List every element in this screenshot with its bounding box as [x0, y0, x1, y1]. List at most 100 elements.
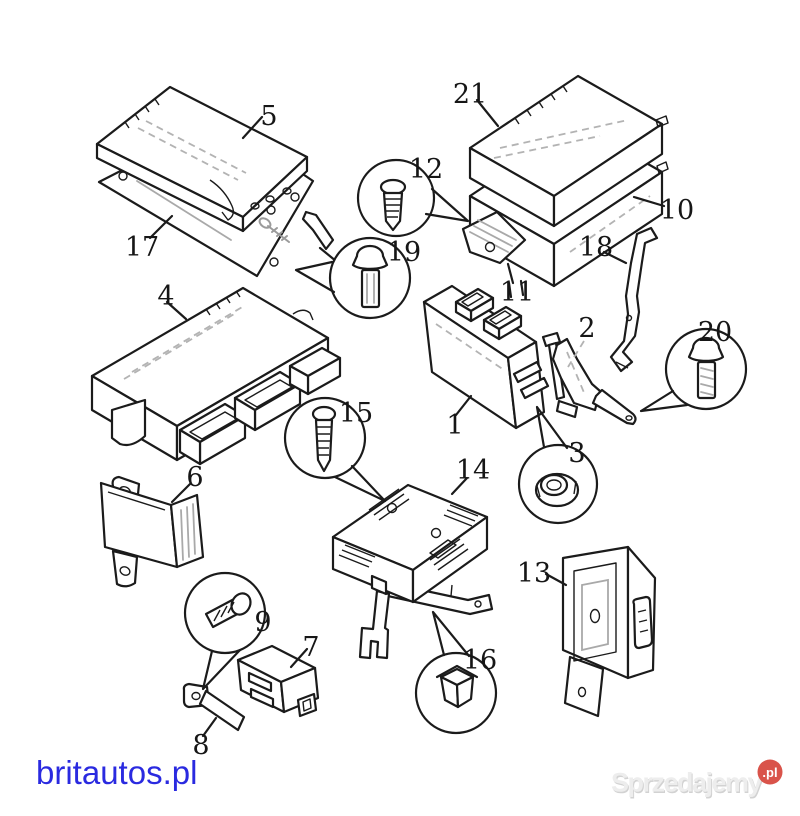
pl-badge-text: .pl	[762, 765, 777, 780]
unit-slot	[429, 539, 457, 559]
strip-fold	[615, 361, 629, 369]
part-2-leader	[567, 340, 585, 368]
part-7-label: 7	[302, 632, 319, 663]
part-16-label: 16	[463, 645, 497, 676]
flange-hole	[282, 187, 292, 195]
bar-hole	[474, 600, 482, 608]
part-6-relay-module	[99, 475, 205, 588]
tapping-screw-icon	[379, 178, 407, 232]
rod-hole	[625, 415, 633, 421]
part-18-bracket-strip	[609, 226, 659, 373]
tab-hole	[119, 566, 131, 576]
mod13-inner-panel	[581, 578, 609, 652]
part-21-module-cover	[468, 74, 669, 228]
part-9-label: 9	[254, 607, 271, 638]
mod-step-tab	[519, 376, 550, 400]
ecu-connector-block	[233, 370, 302, 432]
flange-hole	[250, 202, 260, 210]
strip-hole	[625, 314, 633, 322]
part-19-label: 19	[387, 237, 421, 268]
part-11-label: 11	[500, 277, 534, 308]
part-14-leader	[450, 476, 469, 496]
callout-19	[294, 236, 412, 320]
callout-tail	[639, 389, 689, 413]
part-2-bracket	[541, 331, 637, 426]
part-13-module	[561, 545, 657, 718]
relay-ribs	[180, 503, 196, 561]
tab-leader-dashes	[507, 279, 525, 299]
callout-16	[414, 610, 498, 735]
part-4-label: 4	[157, 281, 174, 312]
part-7-leader	[289, 647, 309, 669]
box-sheen	[137, 120, 247, 181]
callout-tail	[535, 405, 569, 450]
part-21-label: 21	[453, 79, 487, 110]
body-right-face	[552, 170, 664, 288]
relay-slot	[249, 687, 275, 709]
relay-bottom-tab	[111, 549, 139, 588]
flanged-bolt-icon	[687, 336, 725, 400]
part-18-label: 18	[579, 232, 613, 263]
flanged-bolt-icon	[351, 244, 389, 309]
sprzedajemy-watermark: Sprzedajemy Sprzedajemy .pl	[611, 759, 783, 799]
mod13-connector	[632, 595, 654, 650]
strip-outline	[609, 226, 659, 373]
tapping-screw-icon	[311, 405, 337, 473]
relay-side-face	[169, 493, 205, 569]
part-8-strap-bracket	[182, 682, 246, 732]
unit-notch	[370, 574, 388, 596]
unit-front-right-face	[411, 515, 489, 604]
leg-hole	[577, 686, 587, 698]
mod-sheen	[435, 323, 505, 371]
relay-connector	[296, 692, 318, 718]
box-right-face	[241, 155, 309, 233]
part-18-leader	[602, 250, 628, 265]
pl-badge-circle	[757, 759, 783, 785]
mod13-oval-hole	[589, 608, 601, 624]
relay-slot	[247, 671, 273, 693]
ecu-serration	[205, 290, 241, 316]
clip-nut-icon	[435, 664, 479, 709]
part-5-leader	[241, 115, 264, 140]
callout-20	[639, 327, 748, 413]
part-13-label: 13	[517, 558, 551, 589]
callout-tail	[294, 260, 336, 294]
part-5-control-module	[95, 85, 344, 268]
part-3-label: 3	[568, 438, 585, 469]
body-sheen	[569, 195, 651, 253]
cover-sheen	[493, 119, 629, 159]
flange-hole	[265, 195, 275, 203]
cover-right-face	[552, 122, 664, 228]
callout-15	[283, 396, 387, 503]
bracket-crease	[566, 351, 586, 396]
callout-tail	[431, 610, 471, 658]
mod-connector	[482, 305, 523, 341]
callout-tail	[333, 464, 387, 503]
callout-9	[183, 571, 267, 691]
leader-lines	[148, 98, 666, 738]
unit-ribs	[443, 504, 479, 527]
unit-ribs	[338, 544, 376, 568]
bracket-foot	[555, 399, 579, 419]
flanged-nut-icon	[534, 472, 580, 508]
sprzedajemy-text: Sprzedajemy	[611, 768, 763, 798]
britautos-watermark: britautos.pl	[36, 754, 197, 791]
unit-screw-hole	[430, 527, 442, 539]
part-13-leader	[544, 572, 568, 587]
part-17-label: 17	[125, 232, 159, 263]
plate-hole	[269, 257, 279, 267]
strap-blade	[198, 689, 246, 732]
part-15-label: 15	[339, 398, 373, 429]
mod-connector	[454, 287, 495, 323]
part-1-label: 1	[446, 410, 463, 441]
part-17-leader	[148, 214, 174, 240]
part-10-label: 10	[660, 195, 694, 226]
part-4-leader	[165, 300, 188, 321]
sprzedajemy-text-shadow: Sprzedajemy	[612, 769, 764, 799]
mod13-leg	[563, 655, 605, 718]
ecu-connector-block	[288, 346, 342, 396]
part-7-relay	[236, 644, 320, 718]
part-6-label: 6	[186, 462, 203, 493]
